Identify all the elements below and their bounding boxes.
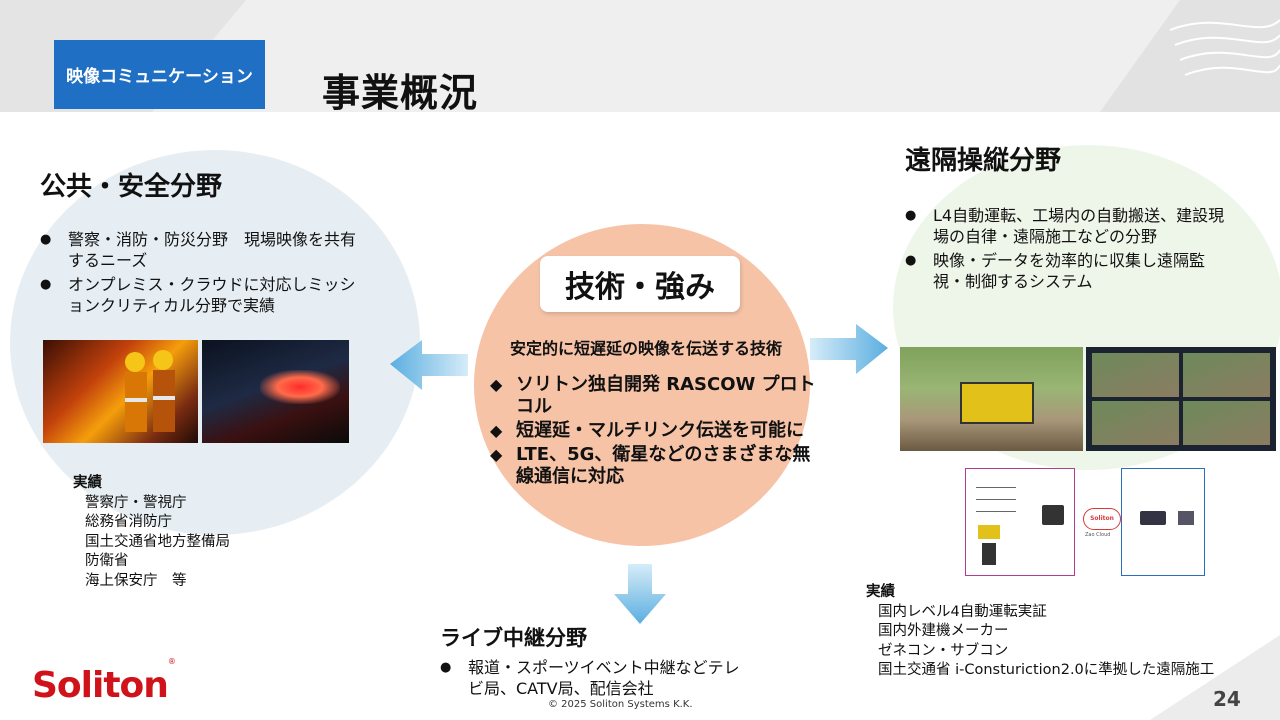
list-item: ソリトン独自開発 RASCOW プロトコル	[490, 374, 820, 418]
page-number: 24	[1213, 687, 1241, 711]
registered-mark: ®	[167, 657, 176, 666]
page-title: 事業概況	[322, 71, 479, 115]
technology-title: 技術・強み	[540, 256, 740, 312]
list-item: 短遅延・マルチリンク伝送を可能に	[490, 420, 820, 442]
list-item: 警察・消防・防災分野 現場映像を共有するニーズ	[40, 229, 370, 271]
remote-control-achievements: 実績 国内レベル4自動運転実証 国内外建機メーカー ゼネコン・サブコン 国土交通…	[866, 583, 1214, 681]
site-box	[965, 468, 1075, 576]
copyright: © 2025 Soliton Systems K.K.	[548, 699, 693, 710]
remote-monitor-photo	[1086, 347, 1276, 451]
list-item: 警察庁・警視庁	[85, 494, 187, 511]
achievements-label: 実績	[73, 475, 102, 491]
remote-box	[1121, 468, 1205, 576]
arrow-down-icon	[614, 564, 666, 624]
category-tag: 映像コミュニケーション	[54, 40, 265, 109]
list-item: L4自動運転、工場内の自動搬送、建設現場の自律・遠隔施工などの分野	[905, 205, 1225, 247]
technology-points: ソリトン独自開発 RASCOW プロトコル 短遅延・マルチリンク伝送を可能に L…	[490, 374, 820, 490]
arrow-right-icon	[810, 324, 888, 374]
list-item: 報道・スポーツイベント中継などテレビ局、CATV局、配信会社	[440, 657, 740, 699]
arrow-left-icon	[390, 340, 468, 390]
firefighters-photo	[43, 340, 198, 443]
list-item: 国土交通省地方整備局	[85, 533, 230, 550]
technology-lead: 安定的に短遅延の映像を伝送する技術	[509, 339, 782, 358]
cloud-caption: Zao Cloud	[1085, 532, 1111, 538]
excavator-photo	[900, 347, 1083, 451]
logo-text: Soliton	[32, 665, 169, 706]
list-item: 防衛省	[85, 553, 129, 569]
list-item: 国内外建機メーカー	[878, 623, 1009, 639]
list-item: 国土交通省 i-Consturiction2.0に準拠した遠隔施工	[878, 662, 1215, 678]
list-item: LTE、5G、衛星などのさまざまな無線通信に対応	[490, 444, 820, 488]
list-item: ゼネコン・サブコン	[878, 642, 1009, 659]
live-broadcast-bullets: 報道・スポーツイベント中継などテレビ局、CATV局、配信会社	[440, 657, 740, 702]
soliton-logo: Soliton®	[32, 657, 176, 706]
public-safety-achievements: 実績 警察庁・警視庁 総務省消防庁 国土交通省地方整備局 防衛省 海上保安庁 等	[73, 474, 230, 591]
public-safety-bullets: 警察・消防・防災分野 現場映像を共有するニーズ オンプレミス・クラウドに対応しミ…	[40, 229, 370, 319]
list-item: オンプレミス・クラウドに対応しミッションクリティカル分野で実績	[40, 274, 370, 316]
remote-control-bullets: L4自動運転、工場内の自動搬送、建設現場の自律・遠隔施工などの分野 映像・データ…	[905, 205, 1225, 295]
public-safety-title: 公共・安全分野	[40, 172, 223, 202]
live-broadcast-title: ライブ中継分野	[440, 626, 587, 650]
police-siren-photo	[202, 340, 349, 443]
list-item: 総務省消防庁	[85, 514, 172, 530]
header-decoration-right	[1060, 0, 1280, 112]
list-item: 海上保安庁 等	[85, 572, 187, 589]
system-diagram: Soliton Zao Cloud	[965, 468, 1205, 578]
footer-decoration	[1110, 635, 1280, 720]
cloud-icon: Soliton	[1083, 508, 1121, 530]
remote-control-title: 遠隔操縦分野	[905, 146, 1062, 176]
list-item: 映像・データを効率的に収集し遠隔監視・制御するシステム	[905, 250, 1225, 292]
list-item: 国内レベル4自動運転実証	[878, 603, 1047, 620]
achievements-label: 実績	[866, 584, 895, 600]
